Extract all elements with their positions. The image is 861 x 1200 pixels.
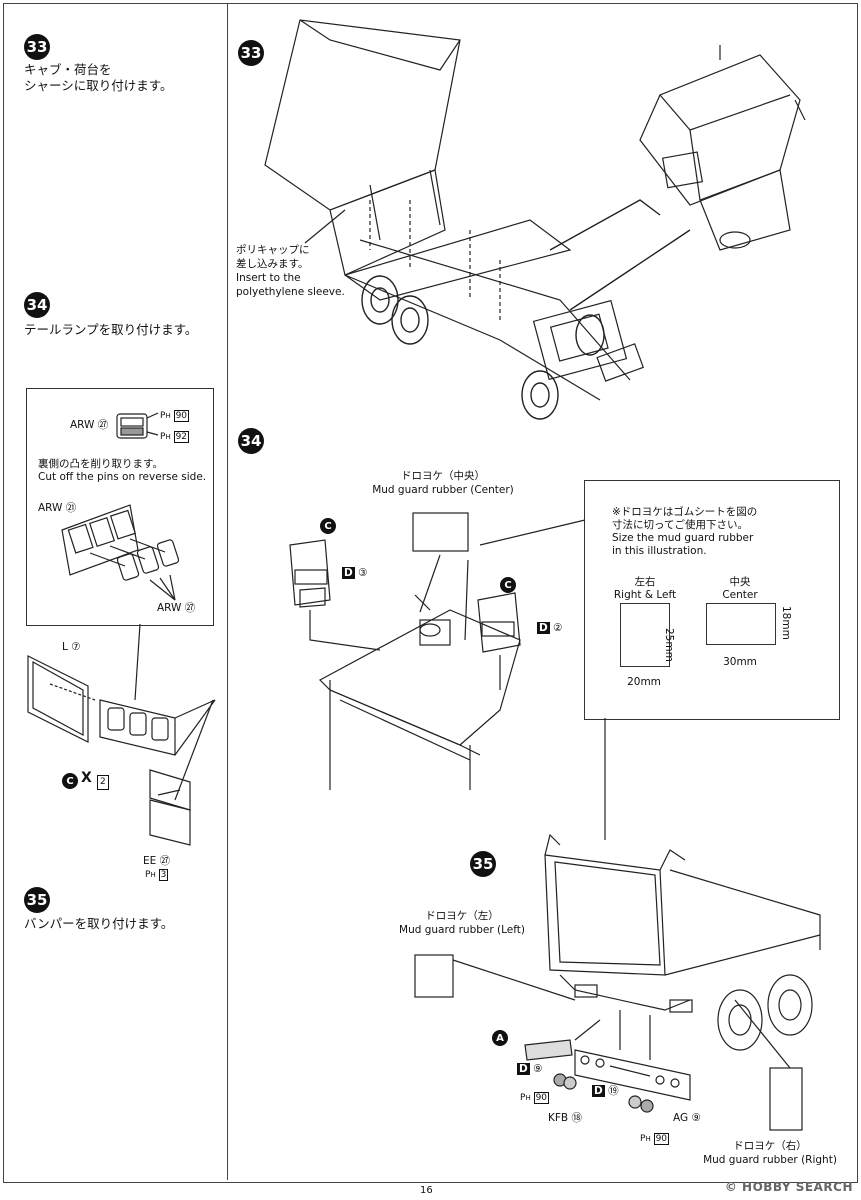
ph92-label: PH 92 [160, 431, 190, 443]
step-33-right-badge: 33 [238, 40, 264, 66]
step-35-right-badge: 35 [470, 851, 496, 877]
d3-label: D ③ [342, 567, 368, 579]
c-runner-icon-1: C [320, 518, 336, 534]
ph90a-label: PH 90 [520, 1092, 550, 1104]
a-runner-icon: A [492, 1030, 508, 1046]
page-frame [3, 3, 858, 1183]
kfb18-label: KFB ⑱ [548, 1112, 582, 1124]
size-note: ※ドロヨケはゴムシートを図の 寸法に切ってご使用下さい。 Size the mu… [612, 506, 758, 557]
step-34-right-badge: 34 [238, 428, 264, 454]
step-35-text: バンパーを取り付けます。 [24, 916, 174, 931]
part-ee27-label: EE ㉗ [143, 855, 171, 867]
mud-right-jp: ドロヨケ（右） [733, 1140, 807, 1152]
center-en: Center [722, 589, 758, 601]
mud-guard-right-piece [769, 1067, 803, 1131]
column-divider [227, 4, 228, 1180]
step-34-text: テールランプを取り付けます。 [24, 322, 198, 337]
left-right-rubber-shape [620, 603, 670, 667]
polycap-note: ポリキャップに 差し込みます。 Insert to the polyethyle… [236, 244, 345, 298]
d19-label: D ⑲ [592, 1085, 619, 1097]
truck-dump-body-illustration [264, 19, 631, 401]
center-rubber-shape [706, 603, 776, 645]
size-chart-box [584, 480, 840, 720]
part-arw71-label: ARW ㉑ [38, 502, 77, 514]
mud-center-jp: ドロヨケ（中央） [401, 470, 485, 482]
part-arw72-label: ARW ㉗ [70, 419, 109, 431]
truck-wheels [361, 275, 605, 420]
c-runner-icon: C [62, 773, 78, 789]
c-runner-icon-2: C [500, 577, 516, 593]
mud-left-en: Mud guard rubber (Left) [399, 924, 525, 936]
step-33-badge: 33 [24, 34, 50, 60]
part-l7-label: L ⑦ [62, 641, 81, 653]
tail-lamp-detail-box [26, 388, 214, 626]
lamp-housing-illustration [61, 504, 180, 601]
mud-right-en: Mud guard rubber (Right) [703, 1154, 837, 1166]
part-arw72-bottom-label: ARW ㉗ [157, 602, 196, 614]
dim-20: 20mm [627, 676, 661, 688]
note-jp: 裏側の凸を削り取ります。 [38, 458, 163, 470]
center-jp: 中央 [729, 576, 751, 588]
lens-part-illustration [116, 412, 159, 439]
page-number: 16 [420, 1185, 433, 1196]
step-33-text: キャブ・荷台を シャーシに取り付けます。 [24, 62, 173, 93]
ph3-label: PH 3 [145, 869, 169, 881]
c-x2-x: X [81, 770, 92, 786]
step-35-badge: 35 [24, 887, 50, 913]
c-x2-num: 2 [97, 775, 109, 790]
left-right-en: Right & Left [613, 589, 677, 601]
dump-truck-rear-illustration [544, 833, 821, 1060]
mud-guard-left-piece [414, 954, 454, 998]
ph90b-label: PH 90 [640, 1133, 670, 1145]
truck-cab-illustration [639, 45, 806, 251]
dim-30: 30mm [723, 656, 757, 668]
mud-guard-rear-frame [289, 512, 586, 790]
ag9-label: AG ⑨ [673, 1112, 701, 1124]
d9-label: D ⑨ [517, 1063, 543, 1075]
d2-label: D ② [537, 622, 563, 634]
watermark: © HOBBY SEARCH [724, 1180, 853, 1194]
left-right-jp: 左右 [634, 576, 656, 588]
mud-left-jp: ドロヨケ（左） [425, 910, 499, 922]
truck-engine-block [532, 299, 645, 382]
note-en: Cut off the pins on reverse side. [38, 471, 207, 483]
mud-center-en: Mud guard rubber (Center) [372, 484, 514, 496]
ph90-label: PH 90 [160, 410, 190, 422]
bumper-parts [524, 1019, 691, 1113]
tail-lamp-assembly [27, 655, 216, 846]
step-34-badge: 34 [24, 292, 50, 318]
